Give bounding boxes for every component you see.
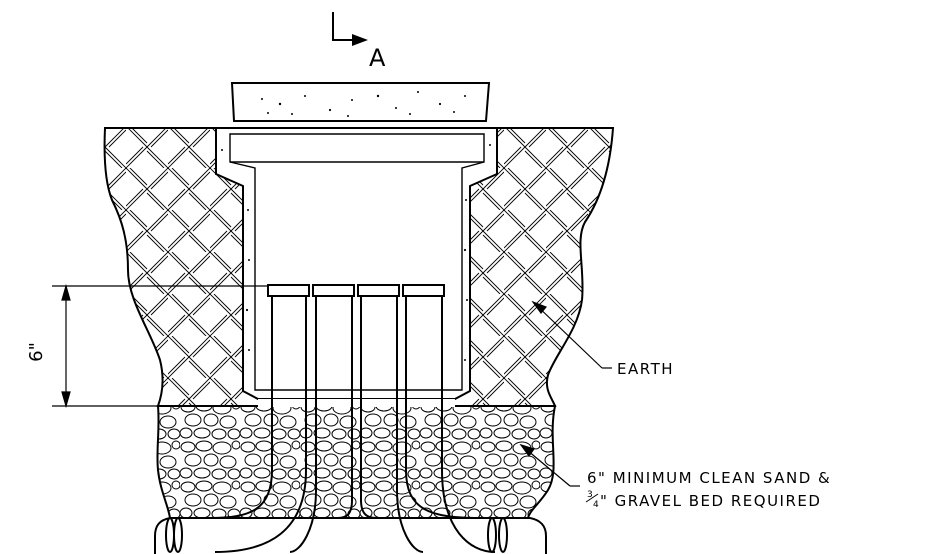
concrete-lid xyxy=(230,82,491,122)
section-marker: A xyxy=(332,12,386,72)
fraction-denominator: 4 xyxy=(593,500,599,510)
gravel-bed xyxy=(156,405,557,519)
gravel-leader xyxy=(519,443,580,487)
supply-pipe xyxy=(154,517,547,554)
gravel-callout-line1: 6" MINIMUM CLEAN SAND & xyxy=(587,469,831,487)
gravel-callout-line2: 3 4 " GRAVEL BED REQUIRED xyxy=(585,490,821,510)
dimension-6in xyxy=(52,283,268,409)
gravel-callout-rest: " GRAVEL BED REQUIRED xyxy=(600,492,821,510)
earth-label: EARTH xyxy=(617,360,674,378)
dimension-label: 6" xyxy=(26,342,47,362)
fraction-numerator: 3 xyxy=(587,490,593,500)
valve-box xyxy=(215,127,498,400)
earth-leader xyxy=(531,300,612,369)
section-marker-letter: A xyxy=(369,44,386,72)
